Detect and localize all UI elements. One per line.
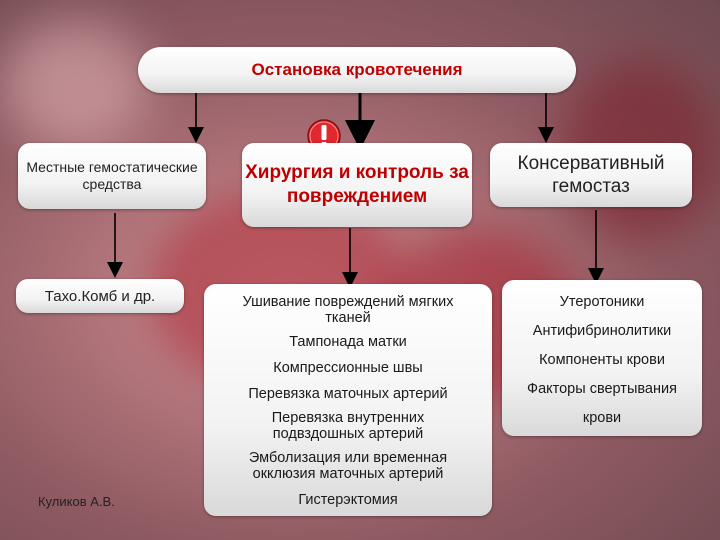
list-item: Компоненты крови [539, 352, 665, 368]
right-header-box: Консервативный гемостаз [490, 143, 692, 207]
author-label: Куликов А.В. [38, 494, 115, 509]
title-box: Остановка кровотечения [138, 47, 576, 93]
left-item-text: Тахо.Комб и др. [44, 287, 156, 305]
center-list-box: Ушивание повреждений мягких тканей Тампо… [204, 284, 492, 516]
diagram-title: Остановка кровотечения [251, 60, 463, 79]
list-item: Компрессионные швы [273, 360, 423, 376]
list-item: Антифибринолитики [532, 323, 672, 339]
right-list-box: Утеротоники Антифибринолитики Компоненты… [502, 280, 702, 436]
center-header-text: Хирургия и контроль за повреждением [245, 162, 469, 207]
background-cell [0, 20, 150, 150]
list-item: Тампонада матки [289, 334, 407, 350]
list-item: Гистерэктомия [298, 492, 398, 508]
left-header-text: Местные гемостатические средства [26, 159, 198, 192]
list-item: Факторы свертывания [527, 381, 677, 397]
list-item: Эмболизация или временная окклюзия маточ… [248, 450, 448, 482]
center-header-box: Хирургия и контроль за повреждением [242, 143, 472, 227]
left-header-box: Местные гемостатические средства [18, 143, 206, 209]
left-item-box: Тахо.Комб и др. [16, 279, 184, 313]
right-header-text: Консервативный гемостаз [517, 153, 665, 197]
list-item: Перевязка маточных артерий [248, 386, 448, 402]
list-item: Перевязка внутренних подвздошных артерий [271, 410, 425, 442]
list-item: Ушивание повреждений мягких тканей [242, 294, 454, 326]
list-item: крови [582, 410, 622, 426]
list-item: Утеротоники [559, 294, 645, 310]
